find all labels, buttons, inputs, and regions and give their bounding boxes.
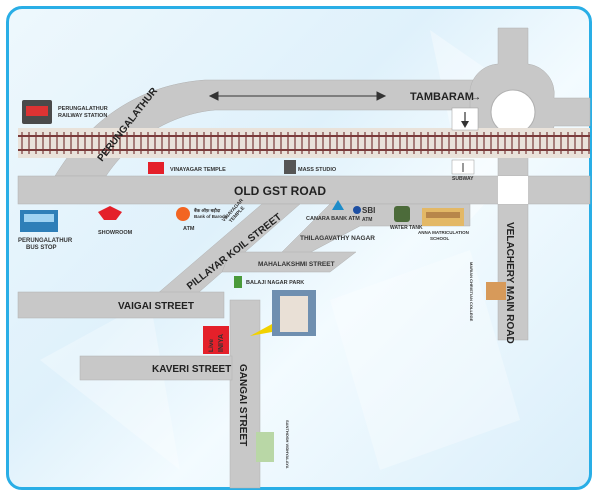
roundabout-centre xyxy=(490,89,536,135)
road-kaveri xyxy=(79,355,233,381)
velachery-junction xyxy=(498,176,528,204)
bg-shape xyxy=(330,250,520,470)
bg-shape xyxy=(40,300,180,470)
location-pointer-icon xyxy=(250,324,272,336)
label-thilagavathy: THILAGAVATHY NAGAR xyxy=(300,235,375,242)
bus-stop-window-icon xyxy=(24,214,54,222)
railway-track xyxy=(18,128,590,158)
brand-iniya: INIYA xyxy=(218,334,225,352)
honda-wing-icon xyxy=(98,206,122,220)
bob-logo-icon xyxy=(176,207,190,221)
landmark-bob-name: बैंक ऑफ़ बड़ौदाBank of Baroda xyxy=(193,207,228,219)
arrow-head-right xyxy=(376,91,387,101)
landmark-water-tank: WATER TANK xyxy=(390,225,423,231)
arrow-down-head xyxy=(461,121,469,128)
landmark-bob-atm: ATM xyxy=(183,226,195,232)
landmark-sbi-atm: ATM xyxy=(362,217,372,223)
label-vaigai: VAIGAI STREET xyxy=(118,301,194,312)
park-icon xyxy=(234,276,242,288)
label-gangai: GANGAI STREET xyxy=(237,364,248,446)
landmark-showroom: SHOWROOM xyxy=(98,230,133,236)
studio-icon xyxy=(284,160,296,174)
brand-badge xyxy=(203,326,229,354)
road-mahalakshmi xyxy=(221,251,357,273)
road-old-gst xyxy=(17,175,591,205)
temple-icon xyxy=(148,162,164,174)
water-tank-icon xyxy=(394,206,410,222)
brand-live: Live xyxy=(208,339,215,352)
college-building-icon xyxy=(486,282,506,300)
road-vaigai xyxy=(17,291,225,319)
label-old-gst: OLD GST ROAD xyxy=(234,184,326,198)
tambaram-arrow-icon: → xyxy=(471,92,481,103)
school-2-icon xyxy=(256,432,274,462)
canara-logo-icon xyxy=(332,200,344,210)
label-kaveri: KAVERI STREET xyxy=(152,364,231,375)
road-gangai xyxy=(229,299,261,489)
landmark-church: MARIAN CHRISTIAN COLLEGE xyxy=(469,262,474,322)
project-facade-icon xyxy=(280,296,308,332)
landmark-santhosh: SANTHOSH VIDHYALAYA xyxy=(285,420,290,469)
landmark-balaji-park: BALAJI NAGAR PARK xyxy=(246,280,304,286)
landmark-canara: CANARA BANK ATM xyxy=(306,216,360,222)
school-windows-icon xyxy=(426,212,460,218)
sbi-logo-icon xyxy=(353,206,361,214)
label-tambaram: TAMBARAM xyxy=(410,91,474,103)
label-velachery: VELACHERY MAIN ROAD xyxy=(504,222,515,344)
landmark-vinayagar-temple: VINAYAGAR TEMPLE xyxy=(170,167,226,173)
landmark-sbi: SBI xyxy=(362,206,375,215)
road-network xyxy=(17,27,591,489)
road-velachery xyxy=(497,203,529,341)
landmark-mass-studio: MASS STUDIO xyxy=(298,167,337,173)
landmark-subway: SUBWAY xyxy=(452,176,474,182)
label-mahalakshmi: MAHALAKSHMI STREET xyxy=(258,261,335,268)
arrow-head-left xyxy=(208,91,219,101)
train-front-icon xyxy=(26,106,48,116)
